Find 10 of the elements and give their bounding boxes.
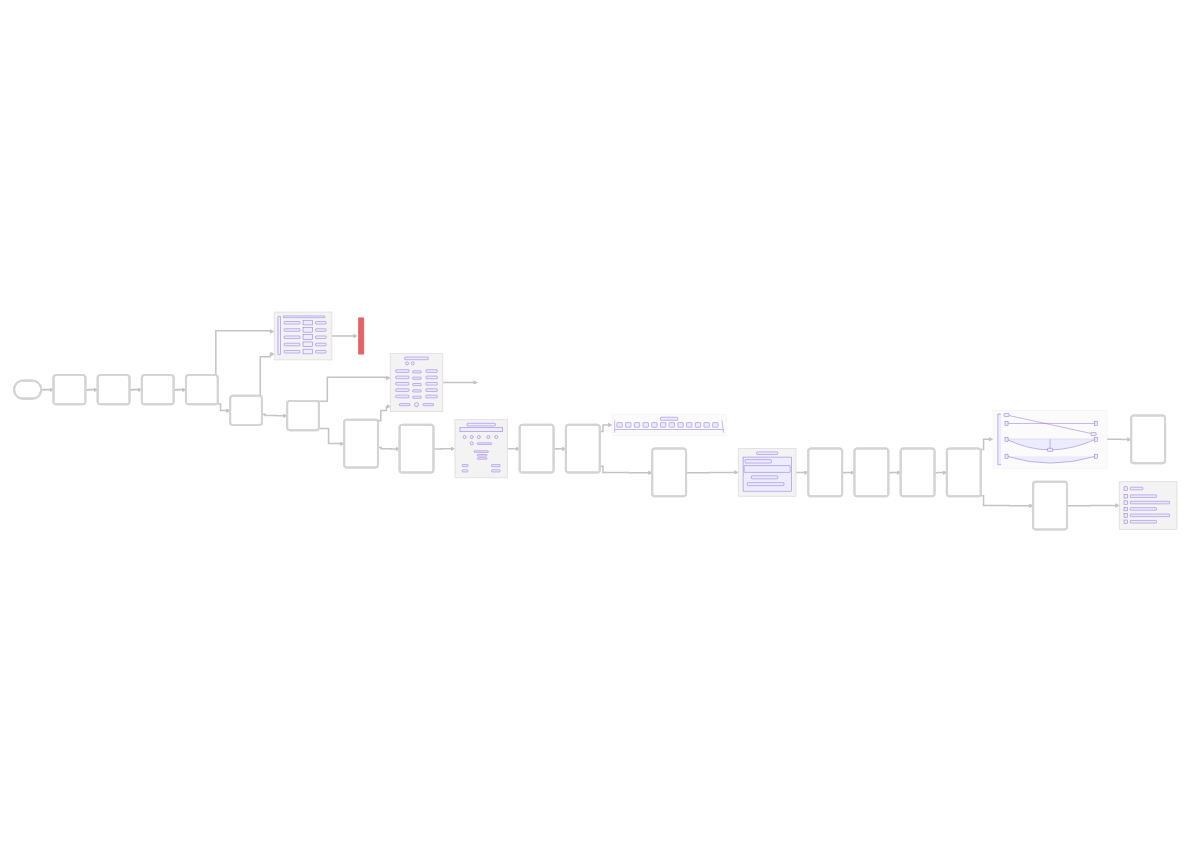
arrow (318, 427, 345, 447)
arrow (331, 333, 358, 339)
arrow (1106, 437, 1132, 443)
arrow (261, 413, 288, 419)
arrow (979, 437, 994, 451)
arrow (599, 422, 613, 433)
arrow (40, 387, 54, 393)
arrow (599, 465, 653, 476)
arrow (979, 495, 1034, 509)
arrow (795, 470, 809, 476)
